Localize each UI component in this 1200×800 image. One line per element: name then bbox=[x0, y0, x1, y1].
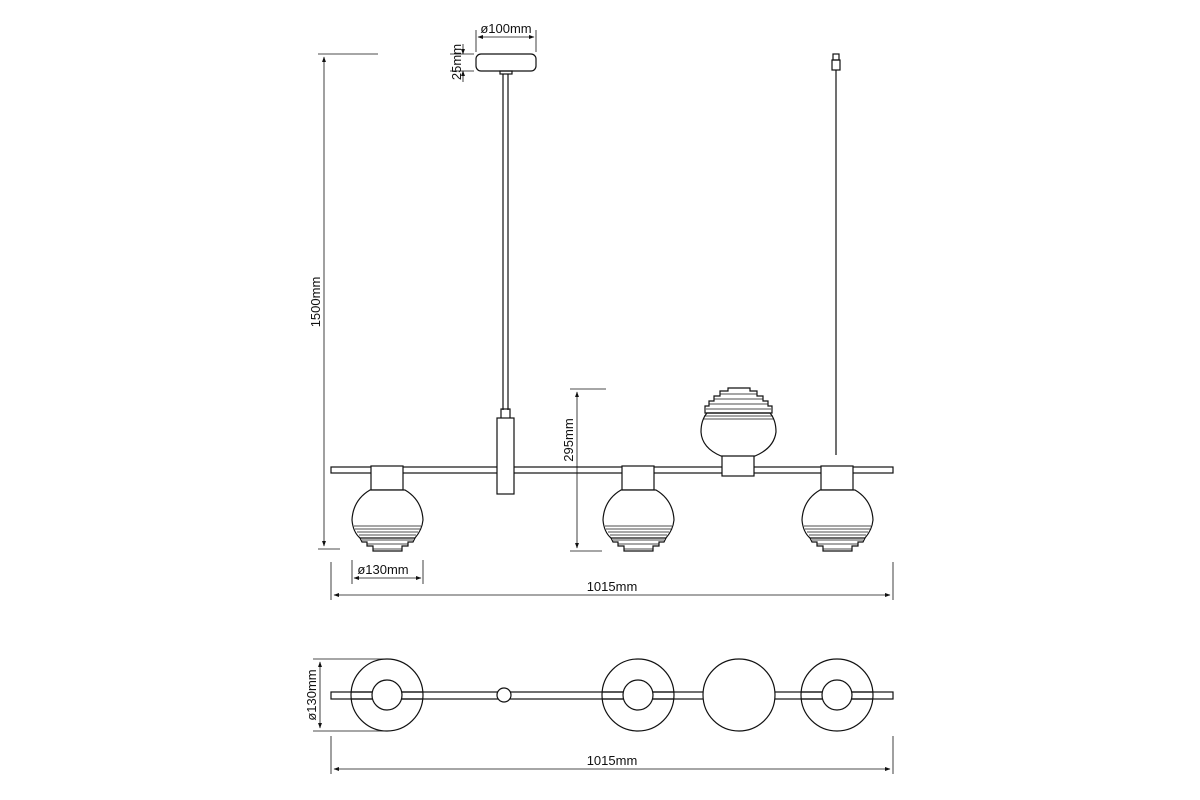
dim-shade-diameter: ø130mm bbox=[351, 560, 424, 584]
dim-top-diameter: ø130mm bbox=[304, 658, 387, 732]
central-connector bbox=[496, 408, 515, 495]
dim-fixture-height: 295mm bbox=[561, 388, 606, 552]
globe-lamp-upward bbox=[700, 387, 777, 477]
dim-total-width: 1015mm bbox=[330, 562, 894, 600]
globe-lamp-right bbox=[801, 465, 874, 552]
horizontal-bar bbox=[330, 466, 894, 474]
top-globe-upward bbox=[702, 658, 776, 732]
canopy bbox=[475, 53, 537, 75]
label-top-diameter: ø130mm bbox=[304, 669, 319, 720]
label-canopy-diameter: ø100mm bbox=[480, 21, 531, 36]
suspension-wire-right bbox=[831, 53, 841, 455]
label-total-width: 1015mm bbox=[587, 579, 638, 594]
dim-canopy-diameter: ø100mm bbox=[475, 21, 537, 52]
front-view: ø100mm 25mm 1500mm 295mm bbox=[308, 21, 894, 600]
globe-lamp-middle bbox=[602, 465, 675, 552]
top-globe-right bbox=[800, 658, 874, 732]
label-total-height: 1500mm bbox=[308, 277, 323, 328]
top-connector bbox=[496, 687, 512, 703]
label-top-width: 1015mm bbox=[587, 753, 638, 768]
label-shade-diameter: ø130mm bbox=[357, 562, 408, 577]
globe-lamp-left bbox=[351, 465, 424, 552]
dim-total-height: 1500mm bbox=[308, 53, 378, 550]
top-view: ø130mm 1015mm bbox=[304, 658, 894, 774]
dim-canopy-height: 25mm bbox=[449, 44, 474, 82]
label-fixture-height: 295mm bbox=[561, 418, 576, 461]
dim-top-width: 1015mm bbox=[330, 736, 894, 774]
top-globe-left bbox=[350, 658, 424, 732]
label-canopy-height: 25mm bbox=[449, 44, 464, 80]
top-globe-middle bbox=[601, 658, 675, 732]
